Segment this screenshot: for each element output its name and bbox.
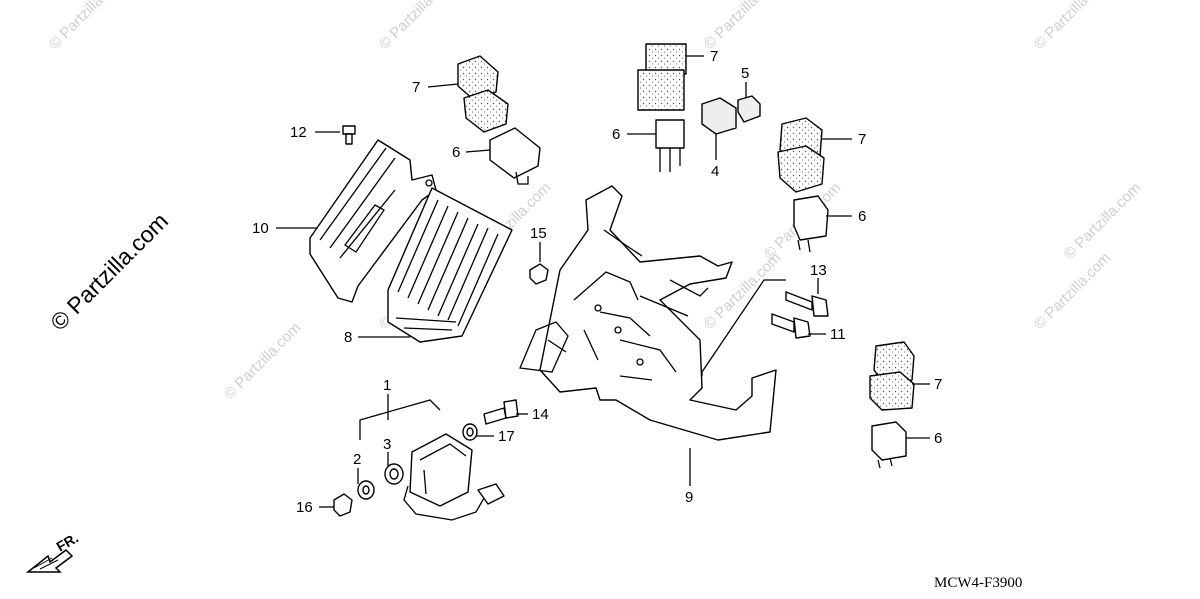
part-15-nut (529, 263, 549, 285)
callout-7: 7 (710, 48, 718, 65)
callout-6: 6 (452, 144, 460, 161)
part-6-relay-right (793, 195, 829, 253)
part-1-sensor-unit (403, 433, 505, 521)
callout-17: 17 (498, 428, 515, 445)
watermark: © Partzilla.com (701, 0, 784, 53)
front-direction-indicator: FR. (25, 529, 82, 573)
part-16-nut (333, 493, 353, 517)
callout-8: 8 (344, 329, 352, 346)
callout-3: 3 (383, 436, 391, 453)
part-4-relay (701, 97, 737, 135)
callout-13: 13 (810, 262, 827, 279)
part-14-bolt (483, 399, 519, 425)
watermark-large: © Partzilla.com (45, 208, 173, 336)
part-11-bolt (771, 313, 811, 339)
callout-2: 2 (353, 451, 361, 468)
watermark: © Partzilla.com (1031, 0, 1114, 53)
callout-12: 12 (290, 124, 307, 141)
callout-6: 6 (612, 126, 620, 143)
callout-7: 7 (412, 79, 420, 96)
callout-16: 16 (296, 499, 313, 516)
part-13-bolt (785, 291, 829, 317)
front-arrow-icon (25, 549, 74, 573)
callout-9: 9 (685, 489, 693, 506)
leader-lines (276, 55, 930, 508)
part-7-relay-right (777, 117, 825, 193)
watermark: © Partzilla.com (46, 0, 129, 53)
callout-6: 6 (858, 208, 866, 225)
callout-11: 11 (830, 326, 846, 343)
part-6-relay-bottom-right (871, 421, 907, 469)
diagram-code: MCW4-F3900 (934, 575, 1022, 591)
part-2-collar (357, 480, 375, 500)
callout-labels: 7 12 6 10 8 7 5 6 4 7 6 15 13 11 1 3 2 1… (252, 48, 942, 516)
callout-7: 7 (934, 376, 942, 393)
callout-1: 1 (383, 377, 391, 394)
part-7-relay-bottom-right (869, 341, 915, 411)
callout-6: 6 (934, 430, 942, 447)
part-17-washer (462, 423, 478, 441)
callout-14: 14 (532, 406, 549, 423)
part-9-frame-bracket (519, 185, 777, 441)
part-5-connector (737, 95, 761, 123)
callout-4: 4 (711, 163, 719, 180)
part-7-relay-top-center (637, 43, 687, 111)
callout-15: 15 (530, 225, 547, 242)
watermark: © Partzilla.com (221, 319, 304, 402)
part-12-screw (342, 125, 356, 145)
part-6-relay-top-left (489, 127, 541, 185)
callout-7: 7 (858, 131, 866, 148)
callout-5: 5 (741, 65, 749, 82)
part-7-relay-top-left (457, 55, 509, 133)
watermark: © Partzilla.com (376, 0, 459, 53)
part-3-grommet (384, 463, 404, 485)
part-8-ecu (387, 187, 513, 343)
callout-10: 10 (252, 220, 269, 237)
direction-label: FR. (54, 529, 82, 554)
part-6-relay-top-center (655, 119, 685, 172)
